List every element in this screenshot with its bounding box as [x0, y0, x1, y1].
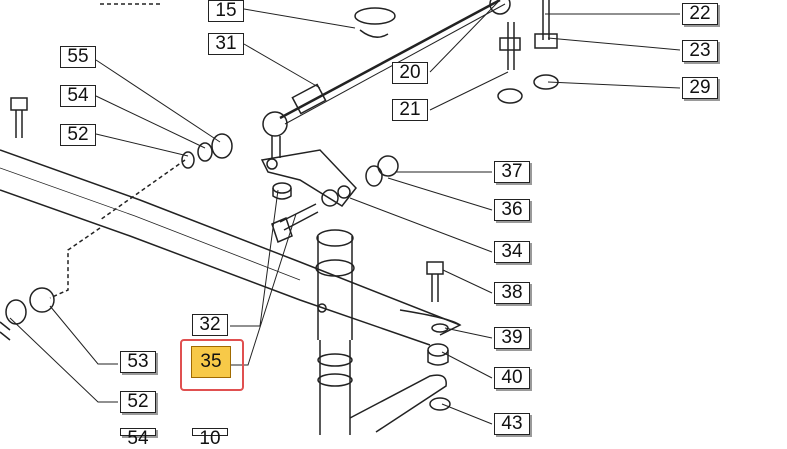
callout-32[interactable]: 32 [192, 314, 228, 336]
diagram-drawing [0, 0, 681, 435]
tie-rod [279, 0, 501, 120]
steering-column [317, 236, 353, 340]
dashed-guide-left [49, 227, 101, 299]
stud-21 [507, 22, 515, 70]
callout-36[interactable]: 36 [494, 199, 530, 221]
callout-21[interactable]: 21 [392, 99, 428, 121]
exploded-parts-diagram: 15 31 55 54 52 20 21 22 23 29 37 36 34 3… [0, 0, 718, 449]
callout-53[interactable]: 53 [120, 351, 156, 373]
bolt-35 [279, 203, 319, 231]
callout-37[interactable]: 37 [494, 161, 530, 183]
callout-40[interactable]: 40 [494, 367, 530, 389]
callout-54[interactable]: 54 [60, 85, 96, 107]
callout-34[interactable]: 34 [494, 241, 530, 263]
callout-35-highlighted[interactable]: 35 [191, 346, 231, 378]
callout-22[interactable]: 22 [682, 3, 718, 25]
callout-52-bottom[interactable]: 52 [120, 391, 156, 413]
leader-lines [9, 1, 681, 425]
callout-52-top[interactable]: 52 [60, 124, 96, 146]
ball-joint [262, 111, 288, 137]
callout-20[interactable]: 20 [392, 62, 428, 84]
callout-15[interactable]: 15 [208, 0, 244, 22]
callout-31[interactable]: 31 [208, 33, 244, 55]
steering-bracket [260, 149, 357, 207]
steering-arm [349, 374, 447, 433]
callout-39[interactable]: 39 [494, 327, 530, 349]
callout-54-bottom-partial[interactable]: 54 [120, 428, 156, 449]
callout-38[interactable]: 38 [494, 282, 530, 304]
callout-23[interactable]: 23 [682, 40, 718, 62]
callout-55[interactable]: 55 [60, 46, 96, 68]
callout-43[interactable]: 43 [494, 413, 530, 435]
callout-bottom-partial[interactable]: 10 [192, 428, 228, 449]
callout-29[interactable]: 29 [682, 77, 718, 99]
chassis-beam [0, 149, 461, 326]
